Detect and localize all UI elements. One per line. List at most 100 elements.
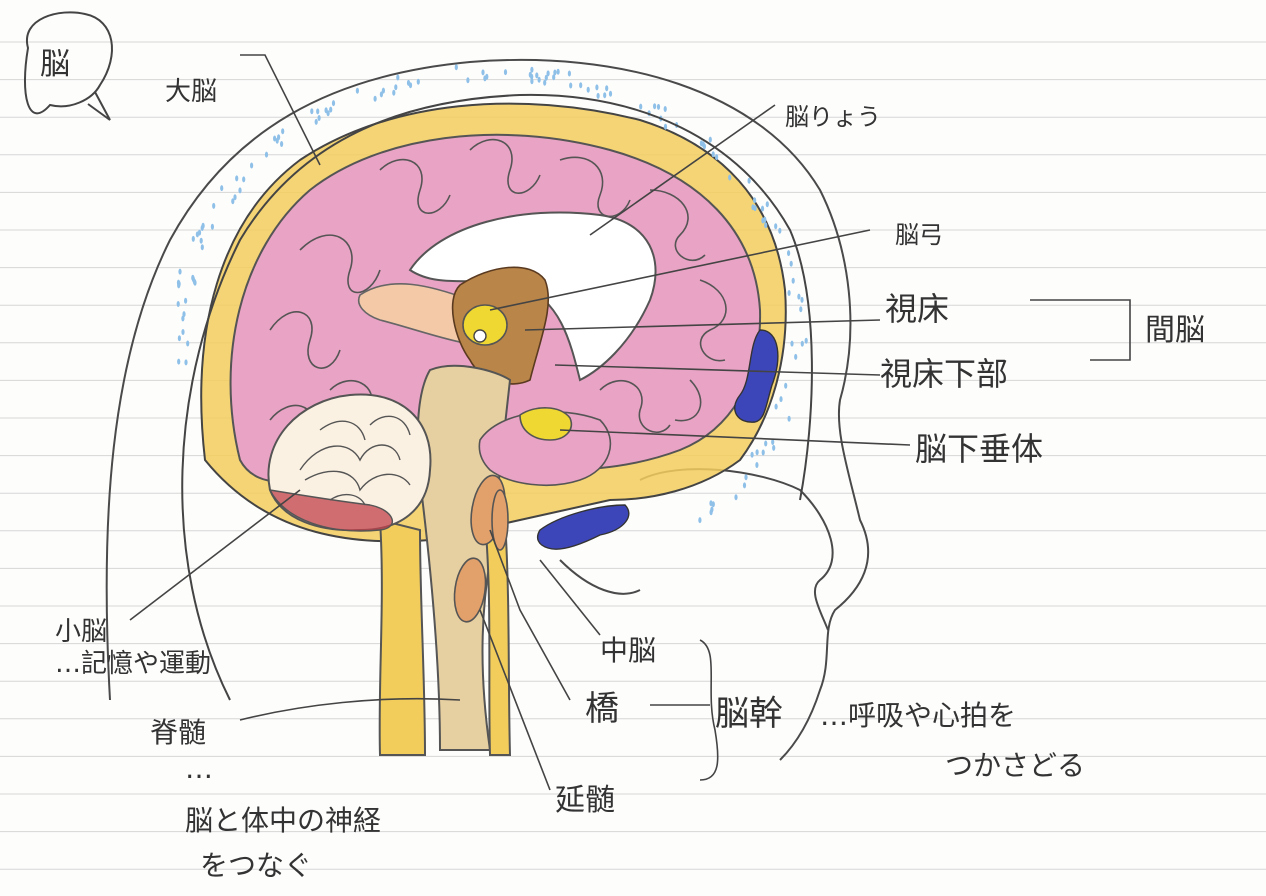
csf-dot	[603, 92, 606, 98]
csf-dot	[181, 329, 184, 335]
csf-dot	[715, 154, 718, 160]
csf-dot	[568, 71, 571, 77]
label-diencephalon: 間脳	[1145, 313, 1205, 348]
csf-dot	[231, 198, 234, 204]
csf-dot	[799, 306, 802, 312]
csf-dot	[787, 250, 790, 256]
csf-dot	[712, 151, 715, 157]
csf-dot	[212, 203, 215, 209]
label-corpus-callosum: 脳りょう	[785, 103, 881, 131]
csf-dot	[557, 69, 560, 75]
csf-dot	[466, 77, 469, 83]
label-midbrain: 中脳	[600, 634, 656, 667]
csf-dot	[242, 176, 245, 182]
csf-dot	[744, 474, 747, 480]
csf-dot	[315, 119, 318, 125]
csf-dot	[784, 383, 787, 389]
label-brainstem: 脳幹	[715, 694, 783, 734]
csf-dot	[552, 74, 555, 80]
csf-dot	[198, 230, 201, 236]
csf-dot	[177, 301, 180, 307]
csf-dot	[485, 74, 488, 80]
label-brainstem-desc-1: …呼吸や心拍を	[820, 699, 1016, 732]
csf-dot	[657, 104, 660, 110]
thalamus-center	[474, 330, 486, 342]
csf-dot	[481, 69, 484, 75]
csf-dot	[609, 91, 612, 97]
csf-dot	[211, 224, 214, 230]
neck-line	[560, 560, 640, 594]
csf-dot	[238, 187, 241, 193]
csf-dot	[417, 79, 420, 85]
csf-dot	[762, 450, 765, 456]
csf-dot	[276, 138, 279, 144]
csf-dot	[177, 282, 180, 288]
csf-dot	[192, 236, 195, 242]
label-hypothalamus: 視床下部	[880, 355, 1008, 393]
csf-dot	[250, 163, 253, 169]
csf-dot	[310, 108, 313, 114]
label-brainstem-desc-2: つかさどる	[945, 749, 1085, 782]
csf-dot	[764, 222, 767, 228]
csf-dot	[455, 64, 458, 70]
csf-dot	[396, 75, 399, 81]
csf-dot	[547, 70, 550, 76]
csf-dot	[698, 517, 701, 523]
csf-dot	[805, 338, 808, 344]
csf-dot	[743, 482, 746, 488]
csf-dot	[325, 107, 328, 113]
csf-dot	[191, 275, 194, 281]
csf-dot	[764, 441, 767, 447]
spinal-cord	[380, 520, 425, 755]
page-title: 脳	[40, 47, 70, 82]
csf-dot	[220, 185, 223, 191]
csf-dot	[332, 100, 335, 106]
csf-dot	[597, 93, 600, 99]
csf-dot	[392, 90, 395, 96]
csf-dot	[639, 104, 642, 110]
csf-dot	[538, 77, 541, 83]
label-fornix: 脳弓	[895, 221, 943, 249]
csf-dot	[728, 175, 731, 181]
csf-dot	[280, 141, 283, 147]
csf-dot	[790, 261, 793, 267]
csf-dot	[788, 290, 791, 296]
csf-dot	[797, 294, 800, 300]
csf-dot	[235, 175, 238, 181]
csf-dot	[772, 445, 775, 451]
csf-dot	[177, 359, 180, 365]
csf-dot	[409, 82, 412, 88]
label-spinal-cord: 脊髄	[150, 716, 206, 749]
label-pituitary: 脳下垂体	[915, 430, 1043, 468]
label-thalamus: 視床	[885, 290, 949, 328]
csf-dot	[756, 449, 759, 455]
csf-dot	[504, 69, 507, 75]
csf-dot	[761, 206, 764, 212]
title-bubble: 脳	[25, 12, 112, 120]
csf-dot	[530, 78, 533, 84]
csf-dot	[653, 103, 656, 109]
csf-dot	[530, 67, 533, 73]
csf-dot	[184, 298, 187, 304]
csf-dot	[712, 501, 715, 507]
csf-dot	[605, 85, 608, 91]
csf-dot	[755, 462, 758, 468]
csf-dot	[774, 223, 777, 229]
csf-dot	[748, 178, 751, 184]
label-medulla: 延髄	[555, 783, 615, 818]
csf-dot	[184, 359, 187, 365]
label-cerebrum: 大脳	[165, 77, 217, 107]
csf-dot	[316, 108, 319, 114]
label-spinal-cord-desc-1: 脳と体中の神経	[185, 804, 381, 837]
label-cerebellum-desc: …記憶や運動	[55, 649, 211, 679]
csf-dot	[766, 201, 769, 207]
spinal-cord-outer	[485, 520, 510, 755]
csf-dot	[800, 297, 803, 303]
csf-dot	[763, 217, 766, 223]
label-spinal-cord-desc-2: をつなぐ	[200, 849, 312, 882]
csf-dot	[535, 72, 538, 78]
csf-dot	[751, 452, 754, 458]
csf-dot	[779, 396, 782, 402]
